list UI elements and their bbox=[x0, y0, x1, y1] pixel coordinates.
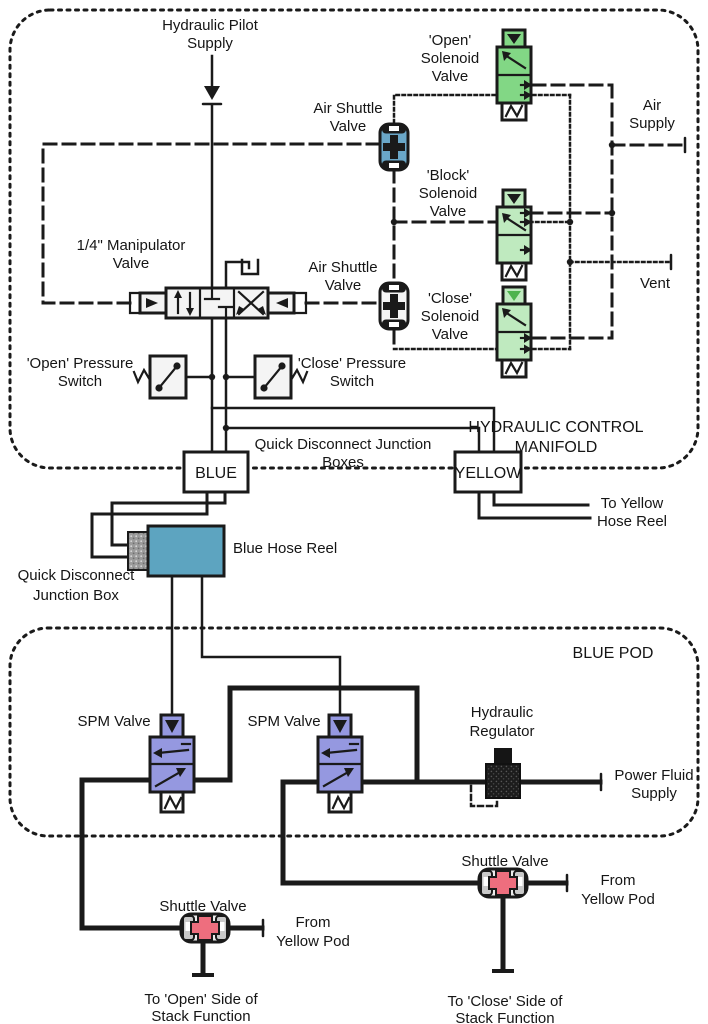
spm-valve-left bbox=[148, 713, 196, 814]
air-shuttle-1-label: Valve bbox=[330, 118, 366, 135]
qd-junction-box-label: Quick Disconnect bbox=[18, 567, 136, 584]
shuttle-valve-left-label: Shuttle Valve bbox=[159, 898, 246, 915]
spm-right-to-shuttle-line bbox=[280, 779, 483, 886]
blue-pod-title: BLUE POD bbox=[573, 645, 654, 662]
hydraulic-regulator-label: Regulator bbox=[469, 723, 534, 740]
close-solenoid-valve bbox=[495, 285, 533, 379]
blue-out-line-2 bbox=[90, 490, 209, 559]
blue-hose-reel-box bbox=[146, 524, 226, 578]
blue-hose-reel-label: Blue Hose Reel bbox=[233, 540, 337, 557]
open-solenoid-label: Solenoid bbox=[421, 50, 479, 67]
junction-dot bbox=[608, 141, 616, 149]
to-yellow-hose-reel-label: Hose Reel bbox=[597, 513, 667, 530]
junction-dot bbox=[222, 424, 230, 432]
close-pressure-switch-label: Switch bbox=[330, 373, 374, 390]
spm-valve-right bbox=[316, 713, 364, 814]
to-yellow-line-1 bbox=[210, 406, 496, 454]
open-to-shuttle1-line bbox=[392, 93, 497, 127]
vent-label: Vent bbox=[640, 275, 671, 292]
drain-bracket bbox=[224, 258, 260, 290]
junction-dot bbox=[208, 373, 216, 381]
close-solenoid-label: 'Close' bbox=[428, 290, 472, 307]
junction-dot bbox=[566, 258, 574, 266]
junction-dot bbox=[566, 218, 574, 226]
open-solenoid-label: Valve bbox=[432, 68, 468, 85]
qd-junction-boxes-label: Boxes bbox=[322, 454, 364, 471]
manipulator-valve-label: 1/4" Manipulator bbox=[77, 237, 186, 254]
air-shuttle-valve-1 bbox=[378, 122, 410, 172]
air-supply-label: Air bbox=[643, 97, 661, 114]
junction-box-blue: BLUE bbox=[182, 450, 250, 494]
manifold-title: MANIFOLD bbox=[515, 439, 598, 456]
pilot-line-left-loop bbox=[41, 142, 383, 305]
manipulator-valve-label: Valve bbox=[113, 255, 149, 272]
spm-valve-right-label: SPM Valve bbox=[247, 713, 320, 730]
block-solenoid-label: 'Block' bbox=[427, 167, 470, 184]
to-open-side-label: To 'Open' Side of bbox=[144, 991, 258, 1008]
junction-dot bbox=[222, 373, 230, 381]
from-yellow-pod-right-label: From bbox=[601, 872, 636, 889]
junction-dot bbox=[390, 218, 398, 226]
pilot-supply-label: Supply bbox=[187, 35, 233, 52]
to-yellow-hose-reel-label: To Yellow bbox=[601, 495, 664, 512]
hydraulic-control-manifold-boundary bbox=[8, 8, 700, 470]
air-shuttle-1-label: Air Shuttle bbox=[313, 100, 382, 117]
qd-junction-box-label: Junction Box bbox=[33, 587, 119, 604]
yellow-out-line-1 bbox=[492, 490, 590, 507]
regulator-pilot-line bbox=[469, 784, 499, 808]
open-solenoid-valve bbox=[495, 28, 533, 122]
hydraulic-regulator bbox=[485, 748, 521, 799]
close-solenoid-label: Valve bbox=[432, 326, 468, 343]
shuttle-valve-left bbox=[179, 912, 231, 944]
close-pressure-switch bbox=[253, 354, 309, 400]
yellow-out-line-2 bbox=[477, 490, 592, 520]
qd-junction-boxes-label: Quick Disconnect Junction bbox=[255, 436, 432, 453]
open-pressure-switch-label: Switch bbox=[58, 373, 102, 390]
blue-pod-boundary bbox=[8, 626, 700, 838]
spm-left-to-shuttle-line bbox=[79, 777, 185, 931]
hydraulic-regulator-label: Hydraulic bbox=[471, 704, 534, 721]
from-yellow-pod-right-label: Yellow Pod bbox=[581, 891, 655, 908]
air-shuttle-valve-2 bbox=[378, 281, 410, 331]
to-yellow-line-2 bbox=[224, 426, 481, 454]
blue-box-label: BLUE bbox=[195, 465, 237, 482]
open-pressure-switch bbox=[132, 354, 188, 400]
air-shuttle-2-label: Valve bbox=[325, 277, 361, 294]
power-fluid-supply-label: Power Fluid bbox=[614, 767, 693, 784]
block-solenoid-valve bbox=[495, 188, 533, 282]
block-solenoid-label: Solenoid bbox=[419, 185, 477, 202]
power-fluid-supply-label: Supply bbox=[631, 785, 677, 802]
junction-dot bbox=[608, 209, 616, 217]
blue-out-line-1 bbox=[110, 490, 227, 547]
to-close-side-label: Stack Function bbox=[455, 1010, 554, 1024]
pilot-supply-label: Hydraulic Pilot bbox=[162, 17, 259, 34]
to-close-side-label: To 'Close' Side of bbox=[448, 993, 564, 1010]
shuttle-valve-right-label: Shuttle Valve bbox=[461, 853, 548, 870]
close-pressure-switch-label: 'Close' Pressure bbox=[298, 355, 406, 372]
shuttle-valve-right bbox=[477, 867, 529, 899]
from-yellow-pod-left-label: From bbox=[296, 914, 331, 931]
open-pressure-switch-label: 'Open' Pressure bbox=[27, 355, 134, 372]
manipulator-valve bbox=[128, 286, 308, 320]
junction-box-yellow: YELLOW bbox=[453, 450, 523, 494]
air-supply-label: Supply bbox=[629, 115, 675, 132]
hydraulic-pilot-supply-arrow bbox=[201, 54, 223, 290]
from-yellow-pod-left-label: Yellow Pod bbox=[276, 933, 350, 950]
open-solenoid-label: 'Open' bbox=[429, 32, 472, 49]
to-open-side-label: Stack Function bbox=[151, 1008, 250, 1024]
yellow-box-label: YELLOW bbox=[455, 465, 523, 482]
close-solenoid-label: Solenoid bbox=[421, 308, 479, 325]
block-solenoid-label: Valve bbox=[430, 203, 466, 220]
reel-to-spm-right-pilot bbox=[200, 574, 342, 717]
spm-left-to-power-line bbox=[193, 685, 420, 785]
spm-valve-left-label: SPM Valve bbox=[77, 713, 150, 730]
air-shuttle-2-label: Air Shuttle bbox=[308, 259, 377, 276]
manifold-title: HYDRAULIC CONTROL bbox=[468, 419, 643, 436]
